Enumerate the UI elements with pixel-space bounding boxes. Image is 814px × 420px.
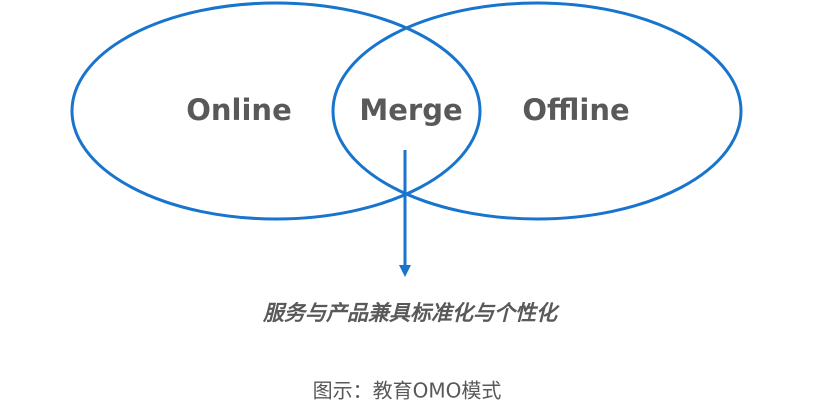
merge-result-text: 服务与产品兼具标准化与个性化 [263, 301, 557, 325]
merge-arrow-head [399, 265, 411, 277]
offline-ellipse [331, 1, 743, 221]
offline-label: Offline [522, 93, 630, 127]
online-ellipse [70, 1, 482, 221]
merge-label: Merge [359, 93, 463, 127]
figure-caption: 图示：教育OMO模式 [312, 378, 502, 403]
online-label: Online [186, 93, 292, 127]
